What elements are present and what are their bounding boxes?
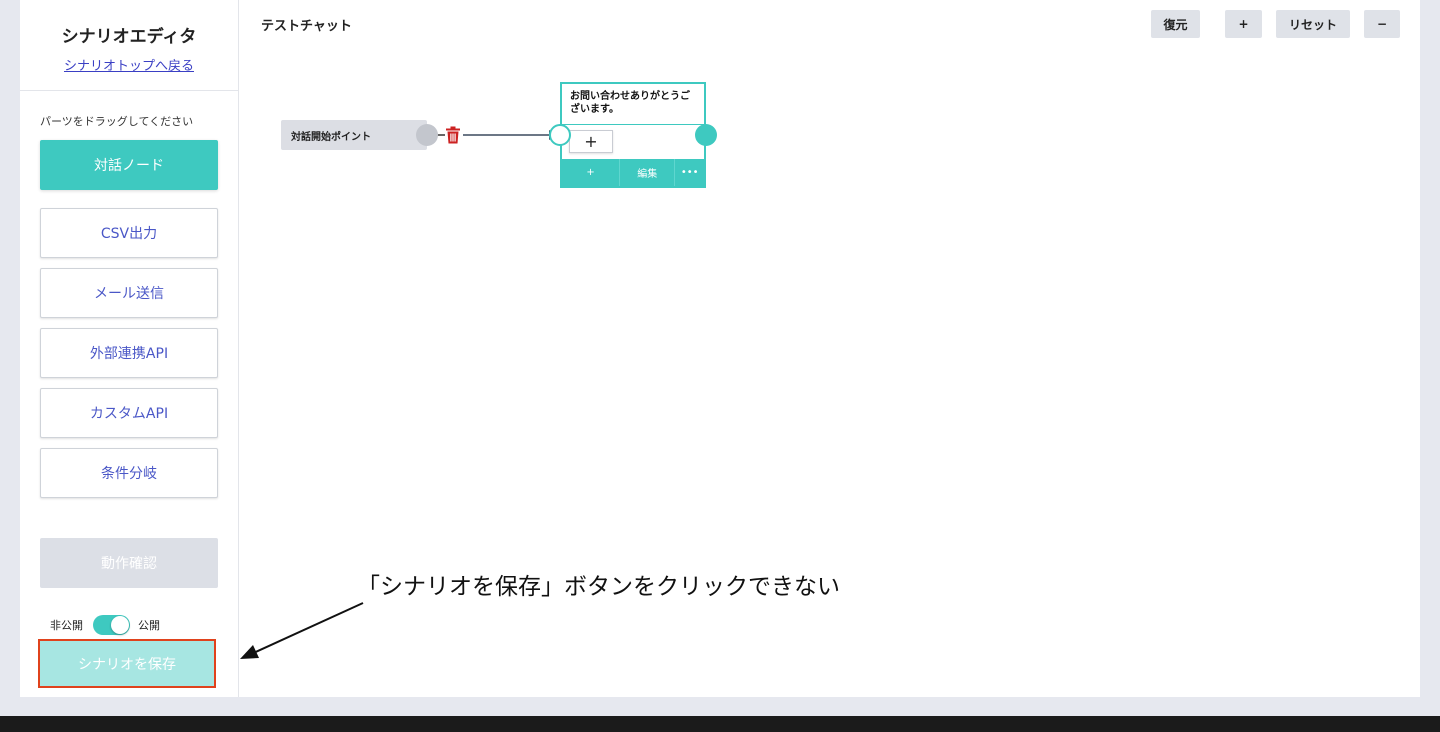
dialog-node-output-port[interactable]	[695, 124, 717, 146]
editor-app: シナリオエディタ シナリオトップへ戻る パーツをドラッグしてください 対話ノード…	[20, 0, 1420, 697]
reset-button[interactable]: リセット	[1276, 10, 1350, 38]
sidebar: シナリオエディタ シナリオトップへ戻る パーツをドラッグしてください 対話ノード…	[20, 0, 239, 697]
part-external-api[interactable]: 外部連携API	[40, 328, 218, 378]
page-footer	[0, 716, 1440, 732]
add-choice-button[interactable]: +	[569, 130, 613, 153]
restore-button[interactable]: 復元	[1151, 10, 1200, 38]
node-more-button[interactable]: •••	[680, 167, 699, 178]
toggle-knob	[111, 616, 129, 634]
publish-toggle[interactable]	[93, 615, 130, 635]
node-add-button[interactable]: +	[562, 159, 621, 186]
drag-hint: パーツをドラッグしてください	[40, 115, 194, 128]
node-edit-button[interactable]: 編集	[620, 159, 676, 186]
part-csv-output[interactable]: CSV出力	[40, 208, 218, 258]
dialog-node-input-port[interactable]	[549, 124, 571, 146]
start-node-output-port[interactable]	[416, 124, 438, 146]
annotation-text: 「シナリオを保存」ボタンをクリックできない	[357, 574, 840, 600]
part-dialog-node[interactable]: 対話ノード	[40, 140, 218, 190]
part-mail-send[interactable]: メール送信	[40, 268, 218, 318]
dialog-node-text: お問い合わせありがとうございます。	[562, 84, 704, 125]
part-condition-branch[interactable]: 条件分岐	[40, 448, 218, 498]
publish-toggle-row: 非公開 公開	[50, 615, 160, 635]
dialog-node-footer: + 編集 •••	[562, 159, 704, 186]
test-run-button[interactable]: 動作確認	[40, 538, 218, 588]
editor-title: シナリオエディタ	[61, 27, 197, 47]
public-label: 公開	[138, 619, 160, 632]
sidebar-header: シナリオエディタ シナリオトップへ戻る	[20, 0, 238, 91]
canvas-title: テストチャット	[261, 19, 352, 34]
trash-icon[interactable]	[445, 126, 461, 144]
start-node[interactable]: 対話開始ポイント	[281, 120, 427, 150]
back-to-scenario-top-link[interactable]: シナリオトップへ戻る	[63, 59, 194, 74]
zoom-in-button[interactable]: +	[1225, 10, 1262, 38]
zoom-out-button[interactable]: −	[1364, 10, 1400, 38]
part-custom-api[interactable]: カスタムAPI	[40, 388, 218, 438]
annotation-arrow	[240, 602, 364, 659]
private-label: 非公開	[50, 619, 83, 632]
dialog-node[interactable]: お問い合わせありがとうございます。 + + 編集 •••	[560, 82, 706, 188]
save-scenario-button[interactable]: シナリオを保存	[38, 639, 216, 688]
